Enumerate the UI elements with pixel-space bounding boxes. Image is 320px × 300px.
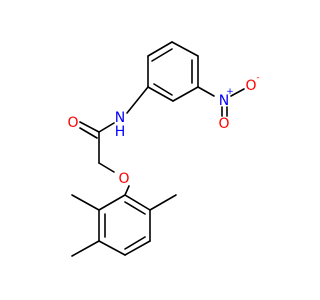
ether-oxygen-label: O — [118, 171, 129, 187]
bond — [71, 194, 100, 211]
bond — [126, 86, 149, 114]
bond — [171, 41, 199, 57]
bond — [98, 162, 115, 173]
nitro-nitrogen-label: N — [219, 93, 229, 109]
bond — [79, 121, 100, 133]
bond — [98, 122, 115, 133]
amide-hydrogen-label: H — [115, 124, 126, 140]
bond — [172, 86, 199, 102]
molecule-diagram: O N H O N + O O - — [67, 41, 260, 257]
bond — [124, 201, 146, 215]
structure-canvas: O N H O N + O O - — [67, 41, 260, 257]
atom-label-layer: O N H O N + O O - — [67, 73, 259, 187]
bond-layer — [71, 41, 245, 257]
bond — [124, 236, 146, 250]
nitro-nitrogen-charge: + — [226, 87, 234, 97]
bond — [151, 48, 173, 62]
amide-nitrogen-label: N — [115, 110, 125, 126]
bond — [147, 41, 173, 57]
bond — [149, 194, 177, 211]
bond — [124, 240, 151, 256]
bond — [71, 240, 100, 257]
nitro-oxygen-single-label: O — [245, 78, 256, 94]
bond — [230, 88, 245, 97]
bond — [98, 240, 126, 256]
bond — [147, 86, 174, 102]
carbonyl-oxygen-label: O — [67, 115, 78, 131]
bond — [98, 194, 126, 211]
bond — [197, 86, 215, 97]
nitro-oxygen-charge: - — [256, 73, 259, 83]
bond — [79, 127, 98, 139]
bond — [124, 185, 130, 196]
bond — [153, 83, 173, 96]
nitro-oxygen-double-label: O — [218, 116, 229, 132]
bond — [124, 194, 151, 211]
